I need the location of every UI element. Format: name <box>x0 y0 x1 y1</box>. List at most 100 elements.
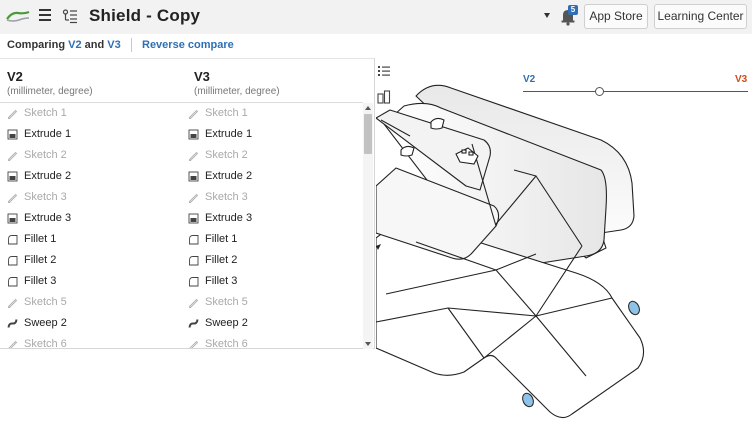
feature-label: Sketch 6 <box>205 338 248 348</box>
mounting-hole <box>628 300 640 316</box>
left-version-label: V2 <box>7 69 23 84</box>
feature-label: Fillet 1 <box>24 233 57 245</box>
scroll-down-arrow-icon[interactable] <box>365 342 371 346</box>
feature-comparison-list[interactable]: Sketch 1 Sketch 1 Extrude 1 Extrude 1 Sketch… <box>0 104 362 348</box>
feature-label: Extrude 1 <box>205 128 253 140</box>
scroll-up-arrow-icon[interactable] <box>365 106 371 110</box>
extrude-icon <box>188 171 199 182</box>
sketch-icon <box>7 192 18 203</box>
right-feature-item[interactable]: Sketch 2 <box>188 149 248 161</box>
sketch-icon <box>7 297 18 308</box>
left-feature-item[interactable]: Sketch 3 <box>7 191 67 203</box>
feature-label: Sketch 3 <box>205 191 248 203</box>
feature-label: Extrude 2 <box>24 170 72 182</box>
right-feature-item[interactable]: Sketch 6 <box>188 338 248 348</box>
right-column-header: V3 (millimeter, degree) <box>194 69 280 97</box>
left-feature-item[interactable]: Extrude 3 <box>7 212 71 224</box>
table-row[interactable]: Sketch 6 Sketch 6 <box>0 335 362 348</box>
fillet-icon <box>7 255 18 266</box>
left-feature-item[interactable]: Extrude 2 <box>7 170 71 182</box>
sketch-icon <box>188 297 199 308</box>
table-row[interactable]: Sweep 2 Sweep 2 <box>0 314 362 335</box>
left-feature-item[interactable]: Fillet 3 <box>7 275 56 287</box>
reverse-compare-link[interactable]: Reverse compare <box>142 39 234 51</box>
scrollbar-thumb[interactable] <box>364 114 372 154</box>
feature-label: Sketch 3 <box>24 191 67 203</box>
left-feature-item[interactable]: Sweep 2 <box>7 317 67 329</box>
compare-divider <box>131 38 132 52</box>
comparing-text: Comparing V2 and V3 <box>7 39 121 51</box>
right-feature-item[interactable]: Extrude 3 <box>188 212 252 224</box>
feature-label: Sketch 2 <box>24 149 67 161</box>
feature-list-icon[interactable] <box>62 8 78 24</box>
left-feature-item[interactable]: Extrude 1 <box>7 128 71 140</box>
parts-view-icon[interactable] <box>377 90 391 104</box>
notification-count-badge: 5 <box>568 5 578 15</box>
left-feature-item[interactable]: Sketch 1 <box>7 107 67 119</box>
document-title[interactable]: Shield - Copy <box>89 6 201 25</box>
table-row[interactable]: Fillet 3 Fillet 3 <box>0 272 362 293</box>
left-units-label: (millimeter, degree) <box>7 86 93 97</box>
feature-label: Extrude 3 <box>24 212 72 224</box>
version-slider-handle[interactable] <box>595 87 604 96</box>
feature-label: Sketch 2 <box>205 149 248 161</box>
table-row[interactable]: Extrude 3 Extrude 3 <box>0 209 362 230</box>
right-feature-item[interactable]: Sketch 5 <box>188 296 248 308</box>
table-row[interactable]: Extrude 1 Extrude 1 <box>0 125 362 146</box>
feature-label: Fillet 2 <box>205 254 238 266</box>
version-slider-track[interactable] <box>523 91 748 92</box>
left-feature-item[interactable]: Sketch 5 <box>7 296 67 308</box>
table-row[interactable]: Sketch 3 Sketch 3 <box>0 188 362 209</box>
right-units-label: (millimeter, degree) <box>194 86 280 97</box>
document-menu-chevron-down-icon[interactable] <box>544 13 550 18</box>
table-row[interactable]: Fillet 1 Fillet 1 <box>0 230 362 251</box>
sweep-icon <box>7 318 18 329</box>
feature-label: Sketch 5 <box>205 296 248 308</box>
table-row[interactable]: Sketch 1 Sketch 1 <box>0 104 362 125</box>
table-row[interactable]: Sketch 5 Sketch 5 <box>0 293 362 314</box>
right-feature-item[interactable]: Sweep 2 <box>188 317 248 329</box>
list-scrollbar[interactable] <box>363 103 373 349</box>
sweep-icon <box>188 318 199 329</box>
edge-notch <box>376 244 381 250</box>
3d-viewport[interactable] <box>376 58 752 426</box>
sketch-icon <box>188 192 199 203</box>
left-feature-item[interactable]: Fillet 2 <box>7 254 56 266</box>
feature-label: Fillet 1 <box>205 233 238 245</box>
right-feature-item[interactable]: Sketch 3 <box>188 191 248 203</box>
left-feature-item[interactable]: Sketch 2 <box>7 149 67 161</box>
app-store-button[interactable]: App Store <box>584 4 648 29</box>
left-feature-item[interactable]: Fillet 1 <box>7 233 56 245</box>
fillet-icon <box>188 276 199 287</box>
comparison-panel: V2 (millimeter, degree) V3 (millimeter, … <box>0 58 375 349</box>
main-menu-icon[interactable] <box>39 9 51 21</box>
fillet-icon <box>188 255 199 266</box>
right-feature-item[interactable]: Extrude 1 <box>188 128 252 140</box>
feature-label: Fillet 2 <box>24 254 57 266</box>
table-row[interactable]: Fillet 2 Fillet 2 <box>0 251 362 272</box>
left-feature-item[interactable]: Sketch 6 <box>7 338 67 348</box>
right-feature-item[interactable]: Fillet 3 <box>188 275 237 287</box>
right-feature-item[interactable]: Sketch 1 <box>188 107 248 119</box>
feature-label: Extrude 3 <box>205 212 253 224</box>
right-feature-item[interactable]: Fillet 2 <box>188 254 237 266</box>
onshape-logo-icon[interactable] <box>6 9 30 23</box>
compare-to-version[interactable]: V3 <box>107 39 121 51</box>
extrude-icon <box>188 213 199 224</box>
left-column-header: V2 (millimeter, degree) <box>7 69 93 97</box>
top-bar: Shield - Copy 5 App Store Learning Cente… <box>0 0 752 34</box>
right-feature-item[interactable]: Fillet 1 <box>188 233 237 245</box>
table-row[interactable]: Sketch 2 Sketch 2 <box>0 146 362 167</box>
compare-from-version[interactable]: V2 <box>68 39 82 51</box>
sketch-icon <box>188 339 199 348</box>
feature-label: Fillet 3 <box>24 275 57 287</box>
list-view-icon[interactable] <box>377 64 391 78</box>
mounting-hole <box>522 392 534 408</box>
extrude-icon <box>7 213 18 224</box>
right-feature-item[interactable]: Extrude 2 <box>188 170 252 182</box>
table-row[interactable]: Extrude 2 Extrude 2 <box>0 167 362 188</box>
learning-center-button[interactable]: Learning Center <box>654 4 747 29</box>
shield-model[interactable] <box>376 84 645 419</box>
compare-bar: Comparing V2 and V3 Reverse compare <box>0 34 752 58</box>
feature-label: Extrude 1 <box>24 128 72 140</box>
